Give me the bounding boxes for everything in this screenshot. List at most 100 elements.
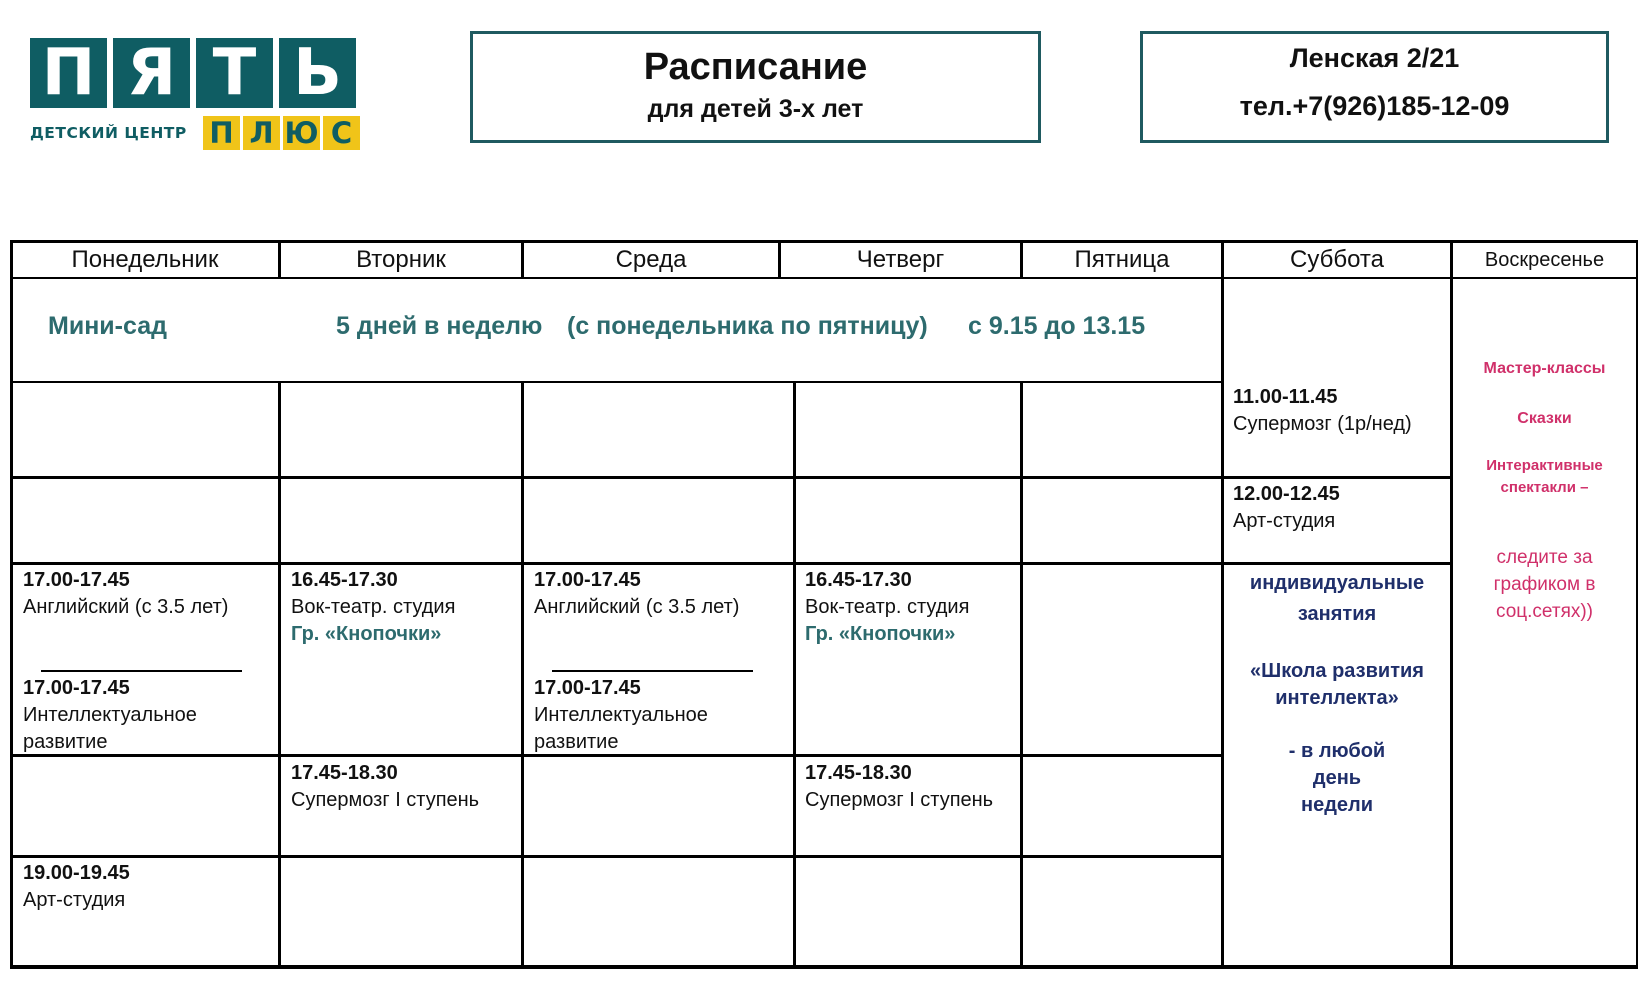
grid-line [10,277,1638,279]
saturday-slot-1: 11.00-11.45 Супермозг (1р/нед) [1233,384,1412,438]
day-header-tuesday: Вторник [356,246,446,273]
slot-time: 16.45-17.30 [805,569,912,591]
slot-time: 17.00-17.45 [534,677,641,699]
slot-name: Арт-студия [23,889,126,911]
sunday-interactive: Интерактивные [1486,457,1603,474]
minisad-time: с 9.15 до 13.15 [968,312,1146,340]
sunday-follow: следите за [1496,547,1593,568]
sunday-performances: спектакли – [1500,479,1589,496]
phone: тел.+7(926)185-12-09 [1239,91,1510,121]
slot-time: 12.00-12.45 [1233,483,1340,505]
individual-line: день [1312,767,1362,789]
grid-line [10,754,1223,757]
logo-letter: Т [196,38,273,108]
address: Ленская 2/21 [1289,43,1460,73]
table-border [10,965,1638,969]
grid-line [521,240,524,278]
logo-plus-letter: П [203,116,240,150]
sunday-social: соц.сетях)) [1495,601,1594,622]
tuesday-vocal-theatre: 16.45-17.30 Вок-театр. студия Гр. «Кнопо… [291,567,455,648]
title-box: Расписание для детей 3-х лет [470,31,1041,143]
day-header-wednesday: Среда [615,246,687,273]
logo-plus: П Л Ю С [203,116,360,150]
slot-name: Арт-студия [1233,510,1336,532]
sunday-schedule: графиком в [1493,574,1596,595]
slot-name: Английский (с 3.5 лет) [534,596,740,618]
saturday-individual: индивидуальные занятия «Школа развития и… [1224,568,1450,819]
separator [552,670,753,672]
day-header-sunday: Воскресенье [1484,249,1605,271]
grid-line [1221,240,1224,969]
sunday-fairy-tales: Сказки [1517,410,1572,427]
slot-name: Супермозг I ступень [805,789,994,811]
day-header-thursday: Четверг [856,246,945,273]
grid-line [10,381,1223,383]
slot-group: Гр. «Кнопочки» [805,623,956,645]
monday-intellect: 17.00-17.45 Интеллектуальное развитие [23,675,197,756]
day-header-monday: Понедельник [71,246,219,273]
logo-letter: П [30,38,107,108]
page-subtitle: для детей 3-х лет [647,95,864,123]
slot-time: 17.45-18.30 [291,762,398,784]
slot-time: 17.00-17.45 [23,569,130,591]
table-border [1636,240,1638,969]
slot-name: Интеллектуальное [23,704,197,726]
slot-name: Вок-театр. студия [805,596,970,618]
slot-name: Супермозг (1р/нед) [1233,413,1412,435]
individual-line: - в любой [1288,740,1386,762]
grid-line [10,562,1451,565]
slot-name: Супермозг I ступень [291,789,480,811]
grid-line [10,476,1451,479]
logo-subtitle: ДЕТСКИЙ ЦЕНТР [30,124,187,142]
monday-english: 17.00-17.45 Английский (с 3.5 лет) [23,567,228,621]
day-header-friday: Пятница [1074,246,1170,273]
thursday-vocal-theatre: 16.45-17.30 Вок-театр. студия Гр. «Кнопо… [805,567,969,648]
grid-line [1020,382,1023,969]
slot-time: 17.00-17.45 [534,569,641,591]
grid-line [521,382,524,969]
monday-art-studio: 19.00-19.45 Арт-студия [23,860,130,914]
logo-letters: П Я Т Ь [30,38,362,108]
slot-name: Вок-театр. студия [291,596,456,618]
day-header-saturday: Суббота [1290,246,1384,273]
saturday-slot-2: 12.00-12.45 Арт-студия [1233,481,1340,535]
logo: П Я Т Ь ДЕТСКИЙ ЦЕНТР П Л Ю С [30,38,362,158]
slot-time: 17.00-17.45 [23,677,130,699]
tuesday-supermozg: 17.45-18.30 Супермозг I ступень [291,760,479,814]
minisad-name: Мини-сад [48,312,167,340]
individual-line: недели [1300,794,1374,816]
slot-name: Интеллектуальное [534,704,708,726]
separator [41,670,242,672]
address-box: Ленская 2/21 тел.+7(926)185-12-09 [1140,31,1609,143]
minisad-range: (с понедельника по пятницу) [567,312,928,340]
grid-line [1020,240,1023,278]
page-title: Расписание [643,46,868,88]
grid-line [793,382,796,969]
individual-line: «Школа развития [1250,660,1424,682]
slot-name: развитие [534,731,619,753]
slot-name: Английский (с 3.5 лет) [23,596,229,618]
grid-line [278,382,281,969]
grid-line [10,855,1223,858]
table-border [10,240,13,969]
logo-plus-letter: С [323,116,360,150]
slot-group: Гр. «Кнопочки» [291,623,442,645]
logo-letter: Я [113,38,190,108]
individual-line: интеллекта» [1275,687,1399,709]
logo-letter: Ь [279,38,356,108]
logo-plus-letter: Ю [283,116,320,150]
minisad-days: 5 дней в неделю [336,312,543,340]
grid-line [1450,240,1453,969]
logo-plus-letter: Л [243,116,280,150]
grid-line [278,240,281,278]
slot-time: 11.00-11.45 [1233,386,1338,408]
individual-line: занятия [1297,603,1377,625]
thursday-supermozg: 17.45-18.30 Супермозг I ступень [805,760,993,814]
wednesday-english: 17.00-17.45 Английский (с 3.5 лет) [534,567,739,621]
slot-name: развитие [23,731,108,753]
individual-line: индивидуальные [1249,572,1425,594]
grid-line [778,240,781,278]
slot-time: 16.45-17.30 [291,569,398,591]
sunday-master-classes: Мастер-классы [1483,360,1606,377]
